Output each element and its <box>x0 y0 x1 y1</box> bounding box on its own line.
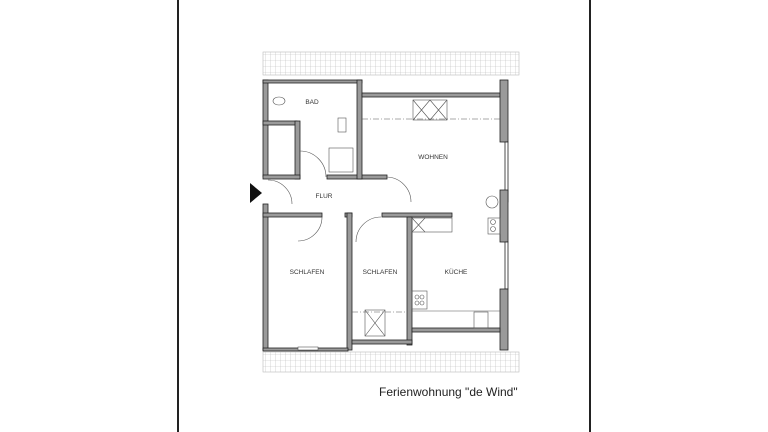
room-label-flur: FLUR <box>316 193 333 200</box>
doors <box>267 150 412 243</box>
room-label-schlafen-2: SCHLAFEN <box>363 269 398 276</box>
room-label-wohnen: WOHNEN <box>418 154 448 161</box>
walls <box>262 79 509 352</box>
roof-top <box>262 51 520 76</box>
page-border-right <box>589 0 591 432</box>
room-label-bad: BAD <box>305 99 319 106</box>
fixtures <box>272 96 501 351</box>
entrance-arrow-icon <box>250 183 262 203</box>
room-label-schlafen-1: SCHLAFEN <box>290 269 325 276</box>
roof-bottom <box>262 351 520 373</box>
plan-caption: Ferienwohnung "de Wind" <box>379 385 518 399</box>
page-border-left <box>177 0 179 432</box>
room-label-kueche: KÜCHE <box>445 268 468 276</box>
